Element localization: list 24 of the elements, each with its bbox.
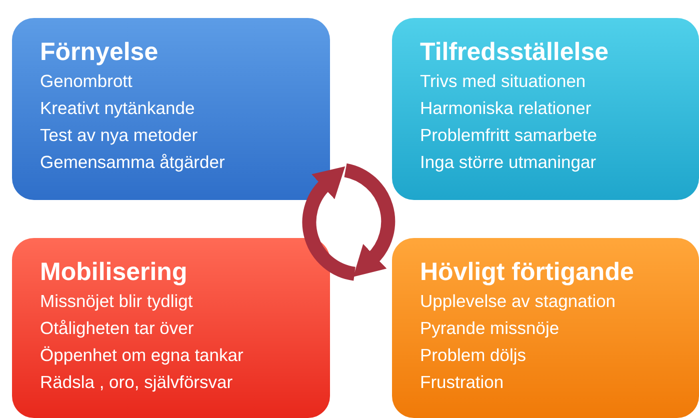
phase-item: Öppenhet om egna tankar [40, 344, 244, 367]
phase-item: Gemensamma åtgärder [40, 151, 225, 174]
phase-item: Inga större utmaningar [420, 151, 596, 174]
phase-item: Problemfritt samarbete [420, 124, 598, 147]
phase-item: Kreativt nytänkande [40, 97, 195, 120]
phase-heading: Tilfredsställelse [420, 37, 609, 68]
phase-item: Upplevelse av stagnation [420, 290, 616, 313]
phase-heading: Mobilisering [40, 257, 188, 288]
phase-box [392, 238, 699, 418]
phase-item: Test av nya metoder [40, 124, 198, 147]
phase-box [392, 18, 699, 200]
phase-item: Otåligheten tar över [40, 317, 194, 340]
phase-box [12, 238, 330, 418]
phase-item: Pyrande missnöje [420, 317, 560, 340]
phase-item: Harmoniska relationer [420, 97, 592, 120]
phase-item: Problem döljs [420, 344, 526, 367]
phase-item: Trivs med situationen [420, 70, 586, 93]
phase-heading: Förnyelse [40, 37, 158, 68]
phase-item: Frustration [420, 371, 504, 394]
phase-item: Rädsla , oro, självförsvar [40, 371, 233, 394]
phase-heading: Hövligt förtigande [420, 257, 634, 288]
phase-item: Genombrott [40, 70, 132, 93]
phase-item: Missnöjet blir tydligt [40, 290, 193, 313]
phase-box [12, 18, 330, 200]
